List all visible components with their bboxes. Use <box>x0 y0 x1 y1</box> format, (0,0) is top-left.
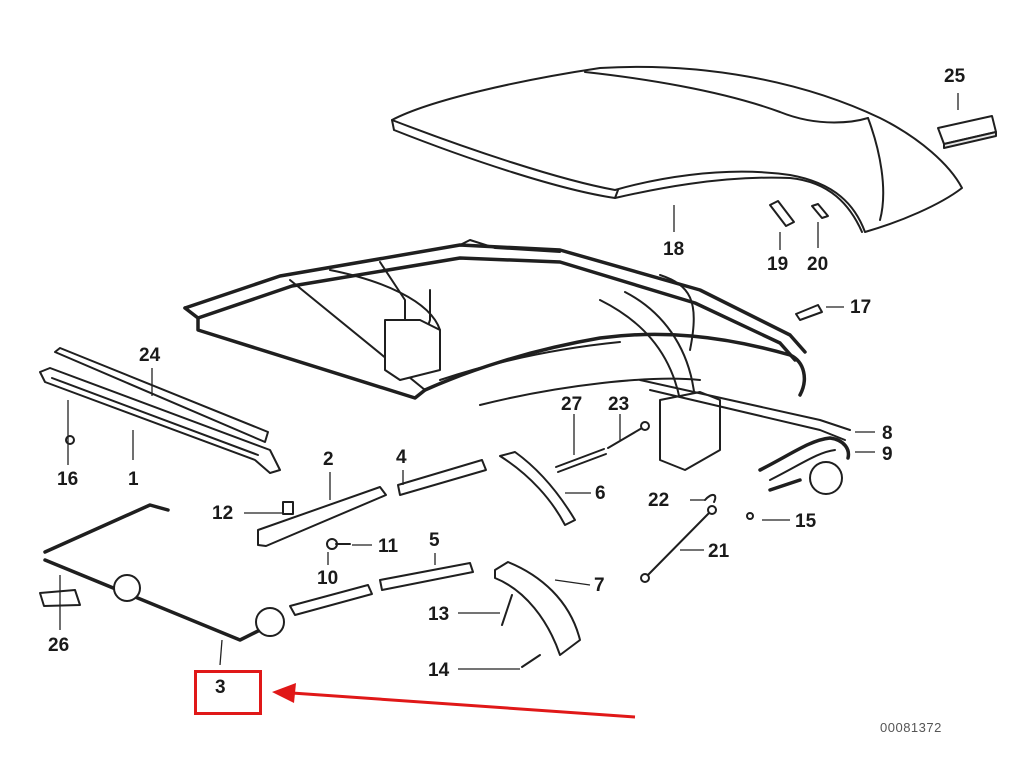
highlight-box <box>194 670 262 715</box>
document-number: 00081372 <box>880 720 942 735</box>
label-21: 21 <box>708 541 730 562</box>
label-16: 16 <box>57 469 79 490</box>
part-5-strip <box>289 562 474 616</box>
part-19-pin <box>769 200 795 227</box>
label-1: 1 <box>128 469 139 490</box>
part-18-roof-cover <box>391 65 963 233</box>
label-24: 24 <box>139 345 161 366</box>
label-2: 2 <box>323 449 334 470</box>
part-22-hook <box>704 494 717 503</box>
part-2-strip <box>257 486 387 547</box>
part-6-curved-seal <box>499 451 576 526</box>
leader-lines <box>59 93 959 670</box>
label-11: 11 <box>378 536 399 557</box>
label-23: 23 <box>608 394 630 415</box>
label-15: 15 <box>795 511 817 532</box>
part-11-screw <box>326 538 351 550</box>
part-20-clip <box>811 203 829 219</box>
label-8: 8 <box>882 423 893 444</box>
label-10: 10 <box>317 568 339 589</box>
label-9: 9 <box>882 444 893 465</box>
label-17: 17 <box>850 297 872 318</box>
part-3-seal <box>43 503 285 642</box>
part-4-strip <box>397 459 487 496</box>
part-14-screw <box>521 654 541 668</box>
part-12-clip <box>282 501 294 515</box>
label-26: 26 <box>48 635 70 656</box>
label-6: 6 <box>595 483 606 504</box>
label-20: 20 <box>807 254 829 275</box>
label-3: 3 <box>215 677 226 698</box>
part-7-pillar-seal <box>494 561 581 656</box>
label-18: 18 <box>663 239 685 260</box>
part-25-sticker <box>937 115 997 149</box>
part-13-screw <box>501 594 513 626</box>
label-27: 27 <box>561 394 583 415</box>
label-19: 19 <box>767 254 789 275</box>
part-8-9-trim <box>758 436 851 495</box>
part-24-seal-strip <box>54 347 269 443</box>
part-15-screw <box>746 512 754 520</box>
label-13: 13 <box>428 604 450 625</box>
label-4: 4 <box>396 447 407 468</box>
part-27-spring <box>555 448 607 473</box>
part-17-plate <box>795 304 823 321</box>
label-5: 5 <box>429 530 440 551</box>
label-12: 12 <box>212 503 234 524</box>
part-1-rail <box>39 367 281 474</box>
label-7: 7 <box>594 575 605 596</box>
label-25: 25 <box>944 66 966 87</box>
part-21-strut <box>640 505 717 583</box>
highlight-arrow <box>272 683 636 719</box>
label-22: 22 <box>648 490 670 511</box>
label-14: 14 <box>428 660 450 681</box>
part-23-rod <box>607 421 650 449</box>
roof-frame <box>183 239 851 471</box>
